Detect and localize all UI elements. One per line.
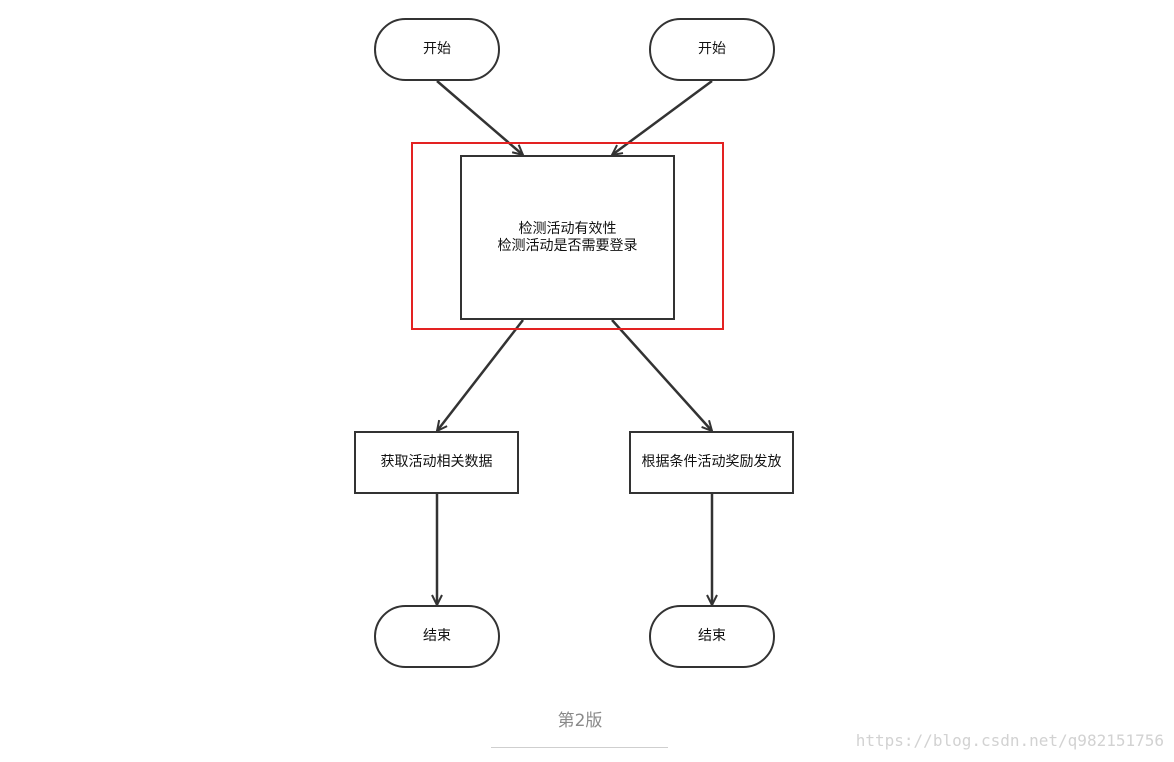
check-activity-node: 检测活动有效性 检测活动是否需要登录 <box>460 155 675 320</box>
start-node-right-label: 开始 <box>698 41 726 57</box>
end-node-left: 结束 <box>374 605 500 668</box>
highlight-box <box>411 142 724 330</box>
caption-divider <box>491 747 668 748</box>
start-node-left-label: 开始 <box>423 41 451 57</box>
end-node-right: 结束 <box>649 605 775 668</box>
figure-caption: 第2版 <box>557 711 603 731</box>
watermark: https://blog.csdn.net/q982151756 <box>855 731 1164 750</box>
edge-check-to-reward <box>611 319 712 431</box>
start-node-right: 开始 <box>649 18 775 81</box>
edge-check-to-fetch <box>437 319 524 431</box>
check-activity-line-1: 检测活动有效性 <box>518 220 617 237</box>
fetch-data-label: 获取活动相关数据 <box>380 454 493 470</box>
start-node-left: 开始 <box>374 18 500 81</box>
end-node-left-label: 结束 <box>423 628 451 644</box>
reward-label: 根据条件活动奖励发放 <box>641 454 782 470</box>
check-activity-line-2: 检测活动是否需要登录 <box>497 237 638 254</box>
fetch-data-node: 获取活动相关数据 <box>354 431 519 494</box>
reward-node: 根据条件活动奖励发放 <box>629 431 794 494</box>
end-node-right-label: 结束 <box>698 628 726 644</box>
